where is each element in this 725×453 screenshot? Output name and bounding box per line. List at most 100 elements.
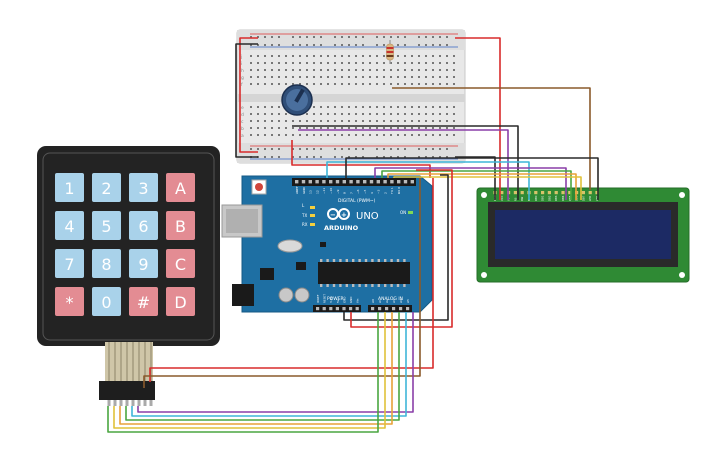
power-pin-label: GND xyxy=(349,297,353,303)
keypad-key[interactable]: 6 xyxy=(129,211,158,240)
lcd-pin xyxy=(513,191,517,195)
wire-red-bb-left xyxy=(239,37,258,153)
wire-cyan-d12-lcd xyxy=(326,161,530,200)
wire-red-bb-right xyxy=(455,37,501,200)
lcd-pin xyxy=(588,191,592,195)
bb-row-letter: h xyxy=(241,68,244,74)
keypad-key[interactable]: B xyxy=(166,211,195,240)
wire-green2-keypad-a xyxy=(107,312,379,433)
keypad-key[interactable]: D xyxy=(166,287,195,316)
wire-black-gnd xyxy=(343,174,449,321)
arduino-model: UNO xyxy=(356,211,379,222)
tx-label: TX xyxy=(301,213,307,218)
resistor xyxy=(386,40,394,64)
bb-row-letter: a xyxy=(241,134,244,139)
lcd-pin xyxy=(547,191,551,195)
keypad-key[interactable]: 5 xyxy=(92,211,121,240)
keypad-key-label: 7 xyxy=(64,255,74,274)
digital-pin-label: ~3 xyxy=(377,189,381,194)
keypad-key[interactable]: 7 xyxy=(55,249,84,278)
wire-green-keypad-a xyxy=(125,312,400,421)
bb-row-letter: e xyxy=(241,106,244,111)
power-pin-label: 5V xyxy=(336,299,340,303)
digital-pin-label: 7 xyxy=(349,192,353,194)
bb-row-letter: c xyxy=(241,120,244,125)
lcd-pin-label: DB4 xyxy=(561,195,565,201)
keypad-key[interactable]: 8 xyxy=(92,249,121,278)
digital-pin-label: 8 xyxy=(343,192,347,194)
digital-pin-label: ~10 xyxy=(329,188,333,194)
l-label: L xyxy=(302,203,305,208)
lcd-pin xyxy=(581,191,585,195)
digital-pin-label: 2 xyxy=(383,192,387,194)
potentiometer xyxy=(281,84,313,116)
keypad-key-label: 4 xyxy=(64,217,74,236)
wire-cyan-keypad-a xyxy=(131,312,407,417)
lcd-pin-label: RS xyxy=(513,197,517,201)
analog-pin-label: A3 xyxy=(392,299,396,303)
lcd-pin-label: DB3 xyxy=(554,195,558,201)
digital-pin-label: ~6 xyxy=(356,189,360,194)
svg-text:−: − xyxy=(330,211,336,219)
analog-label: ANALOG IN xyxy=(378,296,403,302)
wire-purple-d5-lcd xyxy=(374,167,567,200)
lcd-pin-label: DB1 xyxy=(541,195,545,201)
arduino-uno: − + ARDUINO UNO DIGITAL (PWM~) POWER ANA… xyxy=(221,175,433,313)
lcd-pin-label: DB5 xyxy=(568,195,572,201)
power-pin-label: GND xyxy=(342,297,346,303)
keypad-key-label: A xyxy=(175,179,186,198)
bb-row-letter: f xyxy=(241,82,243,88)
digital-pin-label: GND xyxy=(302,186,306,194)
wire-brown-keypad-d xyxy=(143,178,421,388)
wire-orange-d3-lcd xyxy=(387,173,577,200)
keypad-key[interactable]: * xyxy=(55,287,84,316)
digital-pin-label: ~9 xyxy=(336,189,340,194)
wire-yellow-keypad-a xyxy=(113,312,386,429)
keypad-key-label: 6 xyxy=(138,217,148,236)
bb-row-letter: d xyxy=(241,112,244,118)
digital-pin-label: TX 1 xyxy=(390,187,394,195)
wire-green-d4-lcd xyxy=(381,170,572,200)
lcd-pin-label: DB0 xyxy=(534,195,538,201)
keypad-key[interactable]: 2 xyxy=(92,173,121,202)
digital-pin-label: ~11 xyxy=(322,188,326,194)
power-pin-label: IOREF xyxy=(316,294,320,303)
lcd-pin xyxy=(520,191,524,195)
keypad-key[interactable]: 0 xyxy=(92,287,121,316)
keypad-key-label: 9 xyxy=(138,255,148,274)
digital-pin-label: ~5 xyxy=(363,189,367,194)
lcd-pin xyxy=(568,191,572,195)
keypad-key[interactable]: C xyxy=(166,249,195,278)
keypad-key-label: C xyxy=(175,255,186,274)
keypad-key-label: B xyxy=(175,217,186,236)
keypad-key[interactable]: 4 xyxy=(55,211,84,240)
lcd-pin xyxy=(561,191,565,195)
bb-row-letter: g xyxy=(241,76,244,81)
power-label: POWER xyxy=(327,296,344,302)
power-pin-label: Vin xyxy=(356,298,360,303)
digital-pin-label: AREF xyxy=(295,186,299,194)
wire-red-keypad-d xyxy=(149,178,434,382)
keypad-key-label: 0 xyxy=(101,293,111,312)
keypad-key-label: 2 xyxy=(101,179,111,198)
keypad-key[interactable]: 3 xyxy=(129,173,158,202)
keypad-key[interactable]: 1 xyxy=(55,173,84,202)
analog-pin-label: A4 xyxy=(399,299,403,303)
keypad-key[interactable]: A xyxy=(166,173,195,202)
lcd-pin-label: VCC xyxy=(500,195,504,201)
digital-pin-label: RX 0 xyxy=(397,187,401,194)
keypad-key[interactable]: 9 xyxy=(129,249,158,278)
analog-pin-label: A0 xyxy=(371,299,375,303)
lcd-pin-label: DB2 xyxy=(547,195,551,201)
power-pin-label: 3.3V xyxy=(329,297,333,303)
lcd-pin-label: LED xyxy=(588,196,592,201)
keypad-key-label: * xyxy=(66,293,74,312)
keypad-key[interactable]: # xyxy=(129,287,158,316)
keypad-key-label: 1 xyxy=(64,179,74,198)
analog-pin-label: A1 xyxy=(378,299,382,303)
